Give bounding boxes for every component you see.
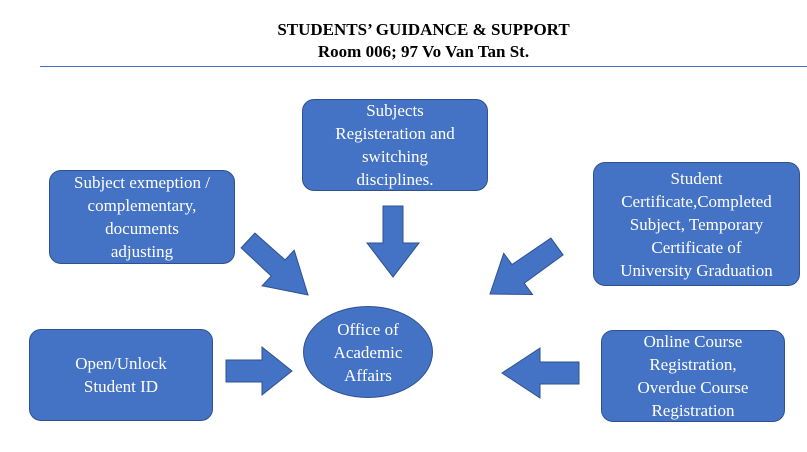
subject-exemption-label: Subject exmeption / complementary, docum…	[74, 173, 210, 261]
academic-affairs-label: Office of Academic Affairs	[333, 319, 403, 385]
online-registration-label: Online Course Registration, Overdue Cour…	[637, 332, 749, 420]
arrow-right	[225, 345, 293, 397]
online-registration-box: Online Course Registration, Overdue Cour…	[601, 330, 785, 422]
student-certificate-label: Student Certificate,Completed Subject, T…	[620, 168, 773, 280]
header-divider	[40, 66, 807, 67]
subjects-registration-box: Subjects Registeration and switching dis…	[302, 99, 488, 191]
student-id-box: Open/Unlock Student ID	[29, 329, 213, 421]
subject-exemption-box: Subject exmeption / complementary, docum…	[49, 170, 235, 264]
subjects-registration-label: Subjects Registeration and switching dis…	[335, 101, 455, 189]
page-title: STUDENTS’ GUIDANCE & SUPPORT	[277, 20, 570, 39]
student-certificate-box: Student Certificate,Completed Subject, T…	[593, 162, 800, 286]
arrow-diagonal-right	[489, 237, 564, 296]
page-subtitle: Room 006; 97 Vo Van Tan St.	[317, 42, 530, 61]
arrow-diagonal-left	[240, 232, 309, 296]
arrow-left	[501, 347, 580, 399]
academic-affairs-node: Office of Academic Affairs	[303, 306, 433, 398]
student-id-label: Open/Unlock Student ID	[75, 354, 167, 396]
arrow-down	[365, 205, 421, 278]
